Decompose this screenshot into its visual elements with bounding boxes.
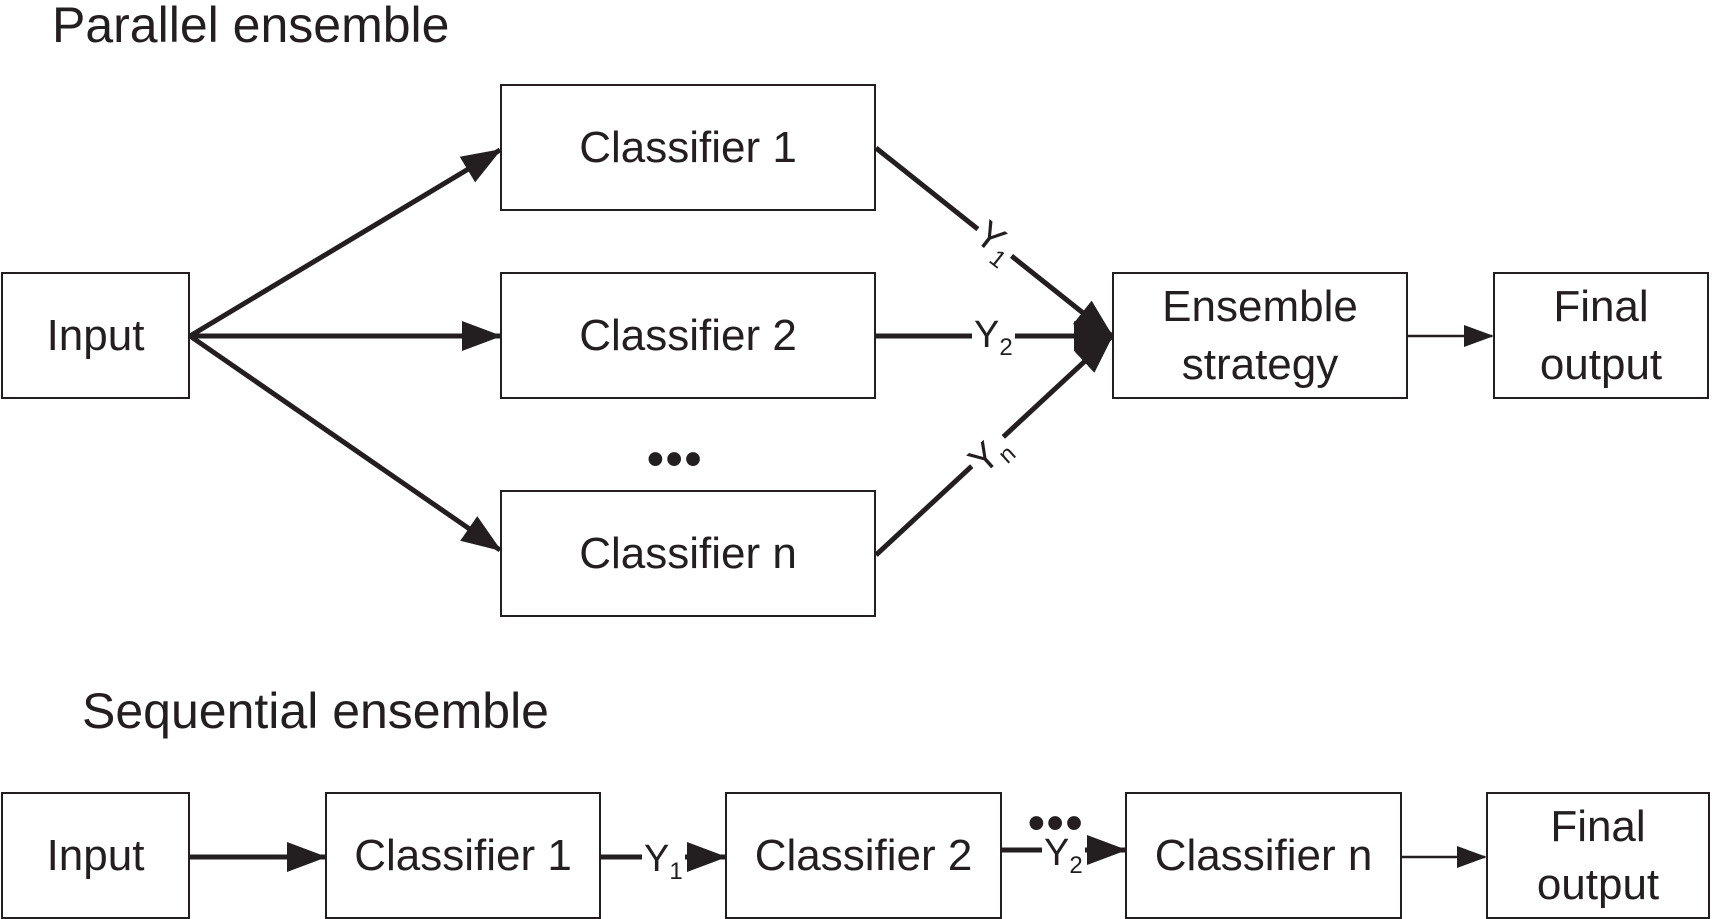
seq-label-y2: Y2 bbox=[1042, 832, 1085, 879]
arrow-input-to-classifier-n bbox=[188, 333, 502, 553]
parallel-ellipsis: ••• bbox=[647, 433, 704, 486]
sequential-input-box: Input bbox=[1, 792, 190, 919]
sequential-title: Sequential ensemble bbox=[82, 683, 549, 739]
label-y2: Y2 bbox=[972, 314, 1015, 361]
parallel-input-box: Input bbox=[1, 272, 190, 399]
parallel-classifier-2-box: Classifier 2 bbox=[500, 272, 876, 399]
seq-label-y1: Y1 bbox=[642, 838, 685, 885]
sequential-classifier-1-box: Classifier 1 bbox=[325, 792, 601, 919]
sequential-final-output-box: Final output bbox=[1486, 792, 1710, 919]
arrow-input-to-classifier-1 bbox=[188, 147, 502, 339]
parallel-title: Parallel ensemble bbox=[52, 0, 450, 53]
parallel-final-output-box: Final output bbox=[1493, 272, 1709, 399]
parallel-classifier-1-box: Classifier 1 bbox=[500, 84, 876, 211]
sequential-classifier-2-box: Classifier 2 bbox=[725, 792, 1002, 919]
parallel-classifier-n-box: Classifier n bbox=[500, 490, 876, 617]
sequential-classifier-n-box: Classifier n bbox=[1125, 792, 1402, 919]
ensemble-strategy-box: Ensemble strategy bbox=[1112, 272, 1408, 399]
